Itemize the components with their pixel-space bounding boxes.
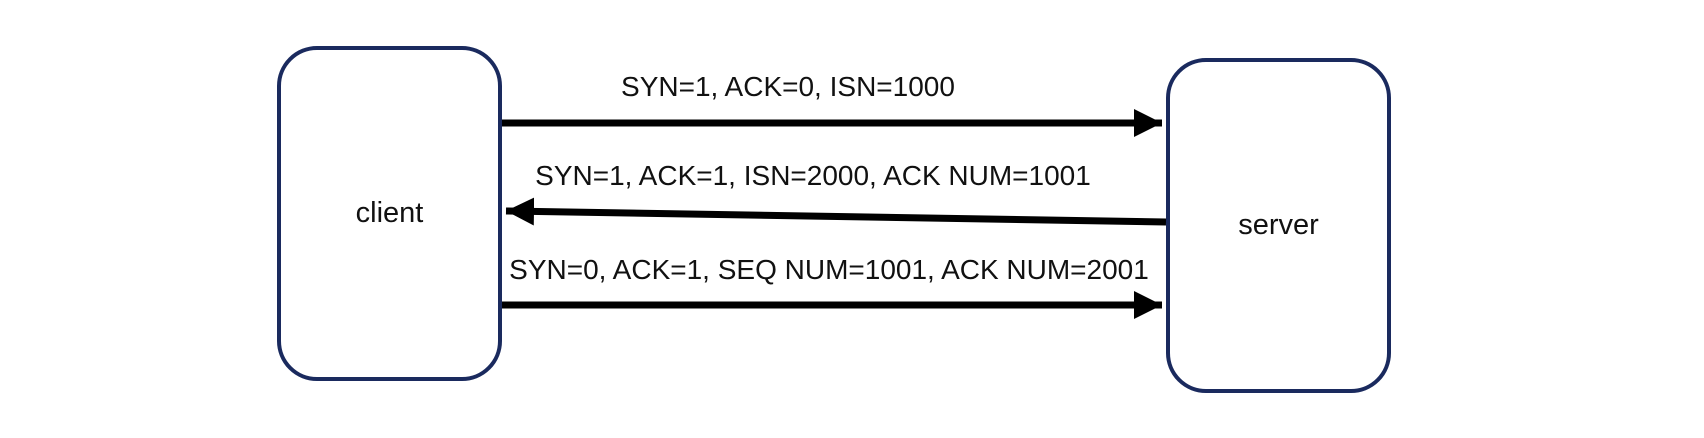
server-node: server: [1166, 58, 1391, 393]
syn-ack-label: SYN=1, ACK=1, ISN=2000, ACK NUM=1001: [535, 160, 1091, 191]
client-node: client: [277, 46, 502, 381]
client-label: client: [355, 197, 424, 229]
server-label: server: [1238, 209, 1319, 241]
syn-ack-arrow: [505, 197, 1167, 226]
syn-label: SYN=1, ACK=0, ISN=1000: [621, 71, 955, 102]
ack-label: SYN=0, ACK=1, SEQ NUM=1001, ACK NUM=2001: [509, 254, 1149, 285]
